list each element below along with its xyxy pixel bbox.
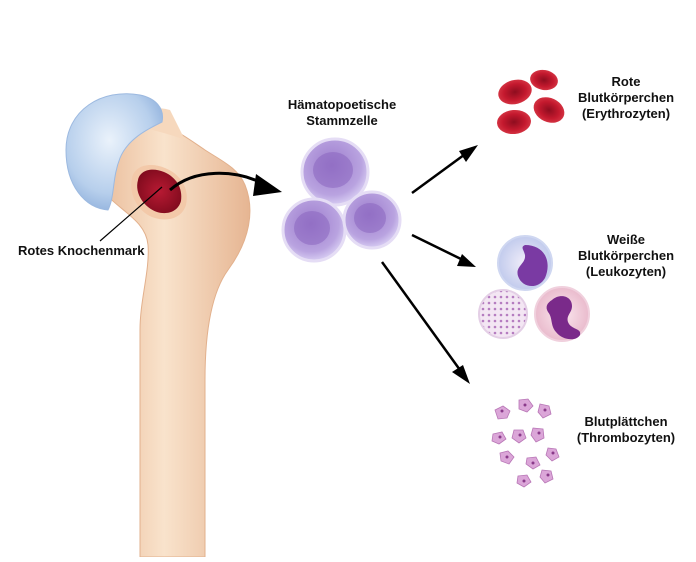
label-platelets-line2: (Thrombozyten) bbox=[576, 430, 676, 445]
label-platelets: Blutplättchen (Thrombozyten) bbox=[566, 414, 686, 446]
erythrocytes bbox=[497, 69, 565, 135]
label-red-cells: Rote Blutkörperchen (Erythrozyten) bbox=[566, 74, 686, 122]
label-red-cells-line3: (Erythrozyten) bbox=[581, 106, 671, 121]
marrow-pointer-line bbox=[99, 186, 163, 242]
label-rotes-knochenmark: Rotes Knochenmark bbox=[18, 243, 145, 258]
label-platelets-line1: Blutplättchen bbox=[584, 414, 668, 429]
red-bone-marrow bbox=[131, 165, 187, 220]
leukocytes bbox=[478, 235, 590, 342]
label-red-cells-line2: Blutkörperchen bbox=[577, 90, 675, 105]
femoral-head-cartilage bbox=[65, 93, 164, 211]
marrow-to-stem-arrowhead bbox=[253, 174, 282, 196]
stem-cells bbox=[281, 137, 402, 263]
label-red-cells-line1: Rote bbox=[611, 74, 641, 89]
label-stem-cell-line1: Hämatopoetische bbox=[287, 97, 397, 112]
differentiation-arrows bbox=[380, 145, 478, 384]
label-white-cells-line2: Blutkörperchen bbox=[577, 248, 675, 263]
label-white-cells: Weiße Blutkörperchen (Leukozyten) bbox=[566, 232, 686, 280]
label-white-cells-line1: Weiße bbox=[606, 232, 646, 247]
label-white-cells-line3: (Leukozyten) bbox=[585, 264, 667, 279]
label-stem-cell-line2: Stammzelle bbox=[306, 113, 378, 128]
label-stem-cell: Hämatopoetische Stammzelle bbox=[272, 97, 412, 129]
marrow-to-stem-arrow bbox=[169, 171, 263, 192]
thrombocytes bbox=[491, 398, 560, 488]
